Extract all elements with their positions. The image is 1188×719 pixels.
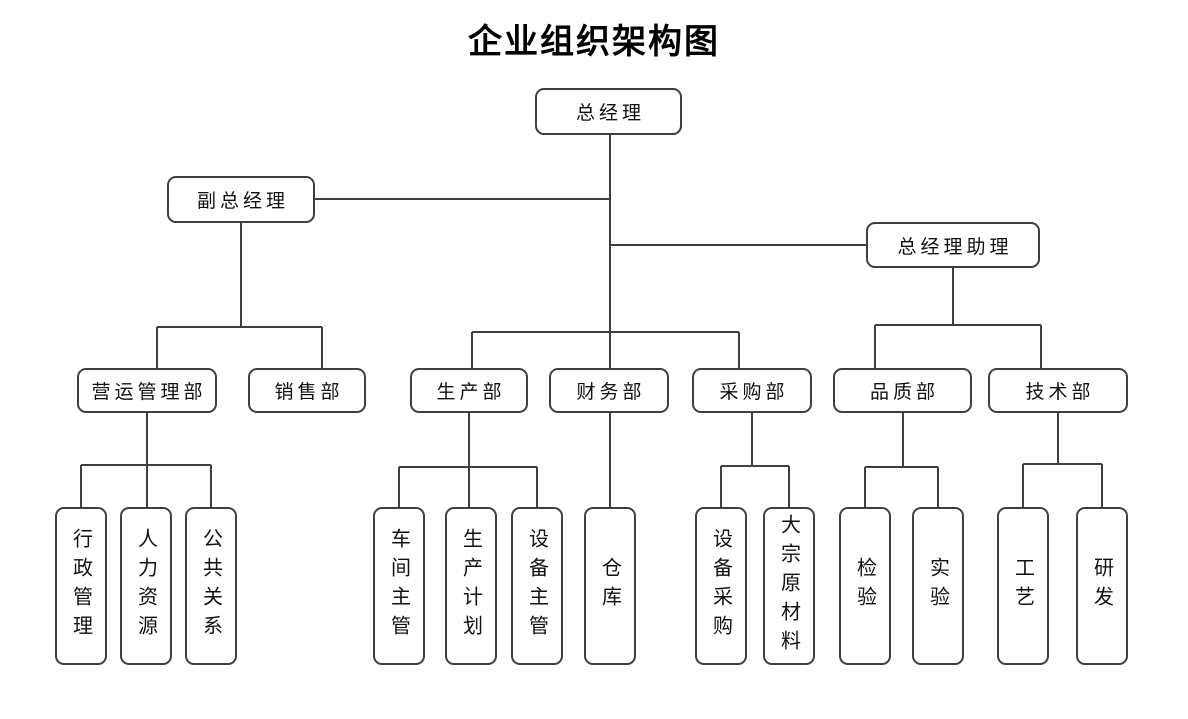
org-node-deputy-general-manager: 副总经理 (167, 176, 315, 223)
org-node-label: 大宗原材料 (777, 513, 800, 659)
org-node-human-resources: 人力资源 (120, 507, 172, 665)
org-node-quality-dept: 品质部 (833, 368, 972, 413)
org-node-production-dept: 生产部 (410, 368, 528, 413)
org-node-equipment-purchasing: 设备采购 (695, 507, 747, 665)
org-node-process-engineering: 工艺 (997, 507, 1049, 665)
org-node-finance-dept: 财务部 (549, 368, 669, 413)
org-node-gm-assistant: 总经理助理 (866, 222, 1040, 268)
org-node-purchasing-dept: 采购部 (692, 368, 812, 413)
org-node-label: 采购部 (719, 382, 789, 403)
org-node-general-manager: 总经理 (535, 88, 682, 135)
org-node-label: 生产部 (436, 382, 506, 403)
org-node-label: 仓库 (598, 557, 621, 615)
org-node-label: 车间主管 (387, 528, 410, 644)
org-node-public-relations: 公共关系 (185, 507, 237, 665)
org-node-label: 研发 (1090, 557, 1113, 615)
org-node-equipment-supervisor: 设备主管 (511, 507, 563, 665)
org-node-label: 总经理助理 (897, 236, 1013, 258)
org-node-label: 实验 (926, 557, 949, 615)
org-node-label: 设备主管 (525, 528, 548, 644)
org-node-workshop-supervisor: 车间主管 (373, 507, 425, 665)
org-node-label: 品质部 (869, 382, 939, 403)
org-node-warehouse: 仓库 (584, 507, 636, 665)
org-node-bulk-raw-materials: 大宗原材料 (763, 507, 815, 665)
org-node-label: 营运管理部 (91, 382, 207, 403)
org-node-label: 技术部 (1025, 382, 1095, 403)
org-node-sales-dept: 销售部 (248, 368, 366, 413)
org-node-admin-management: 行政管理 (55, 507, 107, 665)
org-node-production-planning: 生产计划 (445, 507, 497, 665)
org-node-inspection: 检验 (839, 507, 891, 665)
org-node-technology-dept: 技术部 (988, 368, 1128, 413)
org-node-operations-management-dept: 营运管理部 (77, 368, 217, 413)
org-node-label: 行政管理 (69, 528, 92, 644)
org-node-label: 公共关系 (199, 528, 222, 644)
org-node-label: 生产计划 (459, 528, 482, 644)
org-node-laboratory: 实验 (912, 507, 964, 665)
chart-title: 企业组织架构图 (468, 24, 720, 61)
org-node-label: 销售部 (274, 382, 344, 403)
org-node-label: 工艺 (1011, 557, 1034, 615)
org-node-research-development: 研发 (1076, 507, 1128, 665)
org-node-label: 检验 (853, 557, 876, 615)
org-node-label: 人力资源 (134, 528, 157, 644)
org-node-label: 财务部 (576, 382, 646, 403)
org-node-label: 总经理 (575, 103, 645, 124)
org-node-label: 设备采购 (709, 528, 732, 644)
org-node-label: 副总经理 (196, 191, 289, 212)
